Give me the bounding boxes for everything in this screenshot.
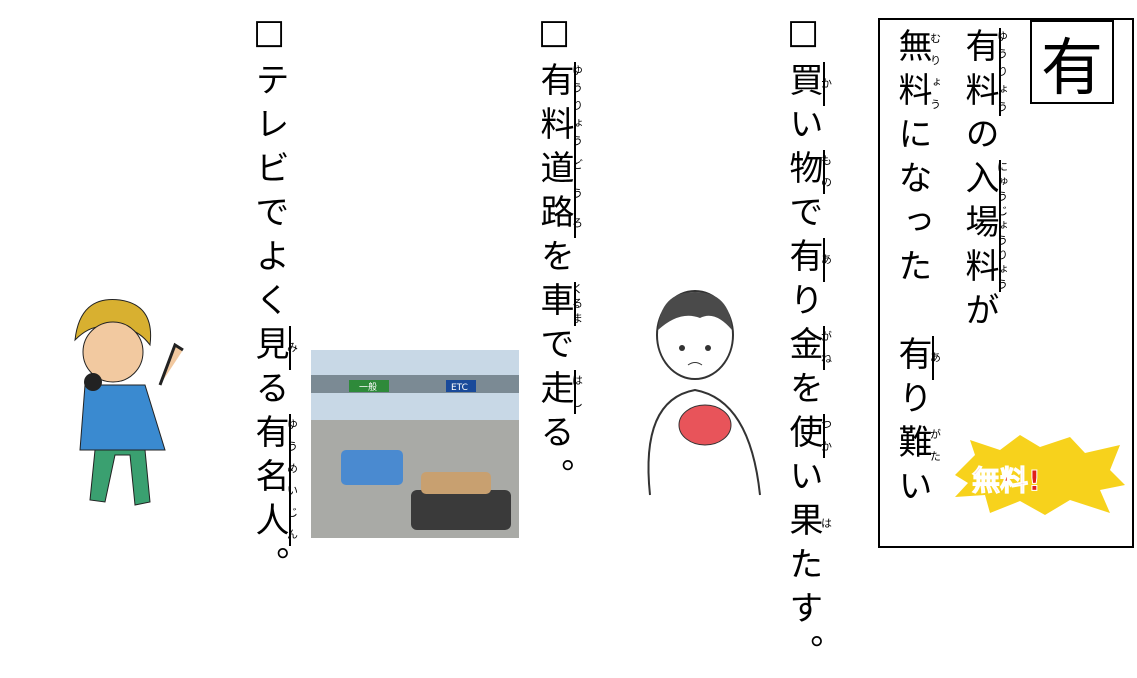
text: い	[892, 468, 932, 512]
ruby-word: 無料むりょう	[892, 28, 942, 116]
furigana: ゆうめいじん	[285, 414, 299, 546]
ruby-word: 金がね	[783, 326, 833, 370]
text: り	[783, 282, 823, 326]
text: を	[534, 238, 574, 282]
kanji-text: 有料	[959, 28, 1001, 116]
furigana: ゆうりょう	[995, 28, 1009, 116]
text: で	[534, 326, 574, 370]
furigana: あ	[819, 238, 833, 282]
furigana: どうろ	[570, 150, 584, 238]
kanji-text: 難	[892, 424, 932, 468]
text: たす。	[783, 546, 823, 678]
furigana: むりょう	[928, 28, 942, 116]
free-badge-image: 無料!	[955, 435, 1125, 515]
text: 。	[249, 546, 289, 590]
ruby-word: 使つか	[783, 414, 833, 458]
furigana: か	[819, 62, 833, 106]
ruby-word: 有あ	[892, 336, 942, 380]
ruby-word: 果は	[783, 502, 833, 546]
kanji-text: 無料	[892, 28, 932, 116]
kanji-text: 走	[534, 370, 576, 414]
text: の	[959, 116, 999, 160]
ruby-word: 車くるま	[534, 282, 584, 326]
furigana: がた	[928, 424, 942, 468]
ruby-word: 道路どうろ	[534, 150, 584, 238]
furigana: は	[819, 502, 833, 546]
ruby-word: 有料ゆうりょう	[534, 62, 584, 150]
title-kanji: 有	[1030, 20, 1114, 104]
kanji-text: 入場料	[959, 160, 1001, 292]
boy-with-empty-purse-illustration	[647, 290, 761, 496]
furigana: み	[285, 326, 299, 370]
furigana: つか	[819, 414, 833, 458]
text: テレビでよく	[249, 62, 289, 326]
ruby-word: 有料ゆうりょう	[959, 28, 1009, 116]
ruby-word: 買か	[783, 62, 833, 106]
text: で	[783, 194, 823, 238]
text: が	[959, 292, 999, 336]
furigana: にゅうじょうりょう	[995, 160, 1009, 292]
ruby-word: 難がた	[892, 424, 942, 468]
box-line-1: 有料ゆうりょうの入場料にゅうじょうりょうが	[959, 28, 1009, 336]
badge-text: 無料!	[972, 464, 1041, 497]
text: になった	[892, 116, 932, 336]
kanji-text: 有	[783, 238, 825, 282]
kanji-text: 車	[534, 282, 576, 326]
text: る	[249, 370, 289, 414]
text: る。	[534, 414, 574, 502]
text: い	[783, 458, 823, 502]
celebrity-singer-illustration	[74, 299, 184, 506]
sentence-3: □テレビでよく見みる有名人ゆうめいじん。	[249, 12, 299, 590]
checkbox-square: □	[534, 12, 574, 62]
kanji-text: 果	[783, 502, 823, 546]
kanji-text: 使	[783, 414, 825, 458]
ruby-word: 物もの	[783, 150, 833, 194]
definition-box	[878, 18, 1134, 548]
furigana: あ	[928, 336, 942, 380]
checkbox-square: □	[783, 12, 823, 62]
kanji-text: 物	[783, 150, 825, 194]
ruby-word: 有あ	[783, 238, 833, 282]
toll-sign-etc: ETC	[451, 383, 468, 393]
text: い	[783, 106, 823, 150]
ruby-word: 入場料にゅうじょうりょう	[959, 160, 1009, 292]
ruby-word: 有名人ゆうめいじん	[249, 414, 299, 546]
furigana: はし	[570, 370, 584, 414]
furigana: くるま	[570, 282, 584, 326]
kanji-text: 有	[892, 336, 934, 380]
toll-sign-general: 一般	[359, 381, 377, 393]
checkbox-square: □	[249, 12, 289, 62]
furigana: がね	[819, 326, 833, 370]
text: を	[783, 370, 823, 414]
kanji-text: 金	[783, 326, 825, 370]
kanji-text: 買	[783, 62, 825, 106]
toll-road-illustration: 一般 ETC	[311, 350, 519, 538]
kanji-text: 見	[249, 326, 291, 370]
kanji-text: 有名人	[249, 414, 291, 546]
ruby-word: 見み	[249, 326, 299, 370]
furigana: もの	[819, 150, 833, 194]
kanji-text: 有料	[534, 62, 576, 150]
sentence-2: □有料ゆうりょう道路どうろを車くるまで走はしる。	[534, 12, 584, 502]
sentence-1: □買かい物もので有あり金がねを使つかい果はたす。	[783, 12, 833, 678]
ruby-word: 走はし	[534, 370, 584, 414]
box-line-2: 無料むりょうになった 有あり難がたい	[892, 28, 942, 512]
furigana: ゆうりょう	[570, 62, 584, 150]
text: り	[892, 380, 932, 424]
kanji-text: 道路	[534, 150, 576, 238]
